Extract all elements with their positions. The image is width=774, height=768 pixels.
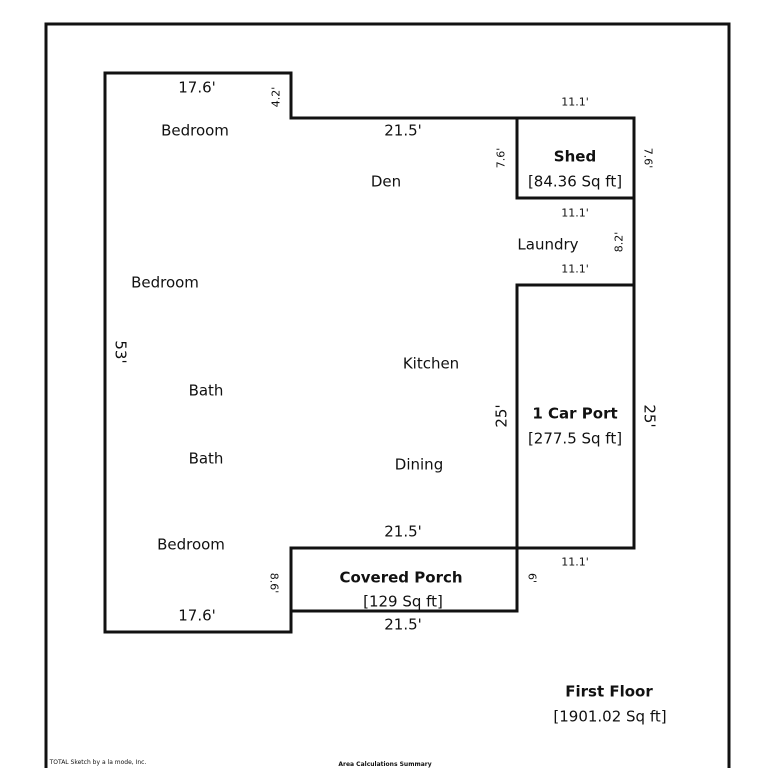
dim-carport-left: 25' bbox=[492, 404, 511, 428]
room-bedroom-2: Bedroom bbox=[131, 273, 199, 292]
dim-left-height: 53' bbox=[111, 340, 130, 364]
dim-den-top: 21.5' bbox=[384, 121, 422, 140]
porch-area: [129 Sq ft] bbox=[363, 592, 443, 611]
room-bedroom-1: Bedroom bbox=[161, 121, 229, 140]
porch-outline bbox=[289, 546, 519, 613]
shed-name: Shed bbox=[553, 147, 597, 166]
dim-shed-left: 7.6' bbox=[494, 147, 508, 169]
dim-dining-bottom: 21.5' bbox=[384, 522, 422, 541]
dim-porch-bottom: 21.5' bbox=[384, 615, 422, 634]
room-kitchen: Kitchen bbox=[402, 354, 460, 373]
dim-shed-top: 11.1' bbox=[561, 95, 589, 109]
dim-carport-right: 25' bbox=[640, 404, 659, 428]
carport-area: [277.5 Sq ft] bbox=[527, 429, 623, 448]
room-bath-1: Bath bbox=[188, 381, 224, 400]
dim-top-step: 4.2' bbox=[269, 86, 283, 108]
dim-porch-left: 8.6' bbox=[267, 572, 281, 594]
carport-name: 1 Car Port bbox=[532, 404, 618, 423]
porch-name: Covered Porch bbox=[339, 568, 463, 587]
room-den: Den bbox=[370, 172, 402, 191]
footer-credit: TOTAL Sketch by a la mode, Inc. bbox=[49, 759, 147, 766]
room-bedroom-3: Bedroom bbox=[157, 535, 225, 554]
room-dining: Dining bbox=[394, 455, 444, 474]
dim-shed-right: 7.6' bbox=[641, 147, 655, 169]
shed-outline bbox=[515, 116, 636, 200]
floor-title: First Floor bbox=[565, 682, 653, 701]
floor-area: [1901.02 Sq ft] bbox=[553, 707, 667, 726]
dim-carport-bottom: 11.1' bbox=[561, 555, 589, 569]
shed-area: [84.36 Sq ft] bbox=[527, 172, 623, 191]
dim-top-left-width: 17.6' bbox=[178, 78, 216, 97]
dim-laundry-bottom: 11.1' bbox=[561, 262, 589, 276]
carport-outline bbox=[515, 283, 636, 550]
area-summary-title: Area Calculations Summary bbox=[338, 761, 432, 768]
page-border bbox=[44, 22, 731, 768]
room-bath-2: Bath bbox=[188, 449, 224, 468]
dim-shed-bottom: 11.1' bbox=[561, 206, 589, 220]
room-laundry: Laundry bbox=[517, 235, 579, 254]
dim-laundry-right: 8.2' bbox=[612, 231, 626, 253]
dim-porch-right: 6' bbox=[525, 572, 539, 584]
dim-bottom-left-width: 17.6' bbox=[178, 606, 216, 625]
